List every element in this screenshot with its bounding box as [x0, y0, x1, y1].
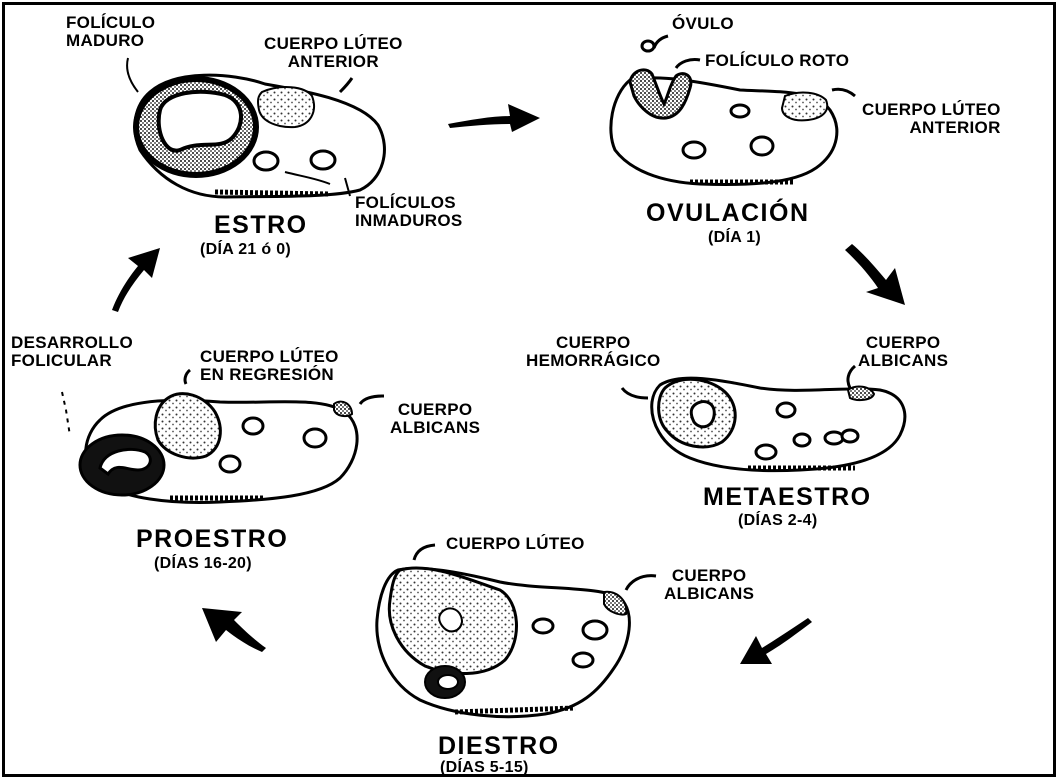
- label-foliculo-maduro: FOLÍCULO MADURO: [66, 14, 155, 50]
- arrow-metaestro-to-diestro: [740, 618, 812, 664]
- stage-day-ovulacion: (DÍA 1): [708, 230, 761, 247]
- arrow-ovulacion-to-metaestro: [845, 244, 905, 305]
- arrow-proestro-to-estro: [112, 248, 160, 312]
- follicle: [756, 445, 776, 459]
- ovary-diestro: [377, 545, 656, 717]
- ovary-estro: [127, 58, 384, 197]
- mature-follicle-proestro: [80, 435, 164, 495]
- label-cuerpo-luteo-regresion: CUERPO LÚTEO EN REGRESIÓN: [200, 348, 339, 384]
- label-cuerpo-albicans-diestro: CUERPO ALBICANS: [664, 567, 754, 603]
- follicle: [777, 403, 795, 417]
- label-foliculos-inmaduros: FOLÍCULOS INMADUROS: [355, 194, 463, 230]
- follicle: [220, 456, 240, 472]
- ovary-proestro: [62, 370, 384, 502]
- label-desarrollo-folicular: DESARROLLO FOLICULAR: [11, 334, 133, 370]
- label-cuerpo-luteo-anterior-estro: CUERPO LÚTEO ANTERIOR: [264, 35, 403, 71]
- immature-follicle: [311, 151, 335, 169]
- stage-day-metaestro: (DÍAS 2-4): [738, 513, 817, 530]
- corpus-albicans-metaestro: [848, 387, 874, 401]
- follicle: [794, 434, 810, 446]
- follicle: [304, 429, 326, 447]
- arrow-diestro-to-proestro: [202, 608, 266, 652]
- follicle: [825, 432, 843, 444]
- developing-follicle-diestro: [425, 666, 465, 698]
- follicle: [842, 430, 858, 442]
- label-cuerpo-luteo-anterior-ovulacion: CUERPO LÚTEO ANTERIOR: [862, 101, 1001, 137]
- stage-title-metaestro: METAESTRO: [703, 484, 872, 510]
- label-cuerpo-albicans-proestro: CUERPO ALBICANS: [390, 401, 480, 437]
- follicle: [683, 142, 705, 158]
- corpus-luteum-ovulacion: [782, 93, 827, 121]
- arrow-estro-to-ovulacion: [448, 104, 540, 132]
- label-ovulo: ÓVULO: [672, 15, 734, 33]
- stage-title-proestro: PROESTRO: [136, 526, 288, 552]
- stage-day-estro: (DÍA 21 ó 0): [200, 242, 291, 259]
- follicle: [533, 619, 553, 633]
- follicle: [573, 653, 593, 667]
- ovum: [642, 41, 654, 51]
- follicle: [751, 137, 773, 155]
- label-cuerpo-albicans-metaestro: CUERPO ALBICANS: [858, 334, 948, 370]
- corpus-luteum-estro: [258, 87, 314, 127]
- follicle: [243, 418, 263, 434]
- stage-title-ovulacion: OVULACIÓN: [646, 200, 810, 226]
- immature-follicle: [254, 152, 278, 170]
- corpus-albicans-proestro: [334, 402, 352, 416]
- follicle: [731, 105, 749, 117]
- stage-day-proestro: (DÍAS 16-20): [154, 556, 252, 573]
- label-foliculo-roto: FOLÍCULO ROTO: [705, 52, 849, 70]
- label-cuerpo-luteo-diestro: CUERPO LÚTEO: [446, 535, 585, 553]
- mature-follicle-estro: [136, 79, 256, 175]
- label-cuerpo-hemorragico: CUERPO HEMORRÁGICO: [526, 334, 661, 370]
- ovary-metaestro: [622, 366, 905, 471]
- stage-day-diestro: (DÍAS 5-15): [440, 760, 529, 777]
- follicle: [583, 621, 607, 639]
- stage-title-diestro: DIESTRO: [438, 733, 560, 759]
- stage-title-estro: ESTRO: [214, 212, 308, 238]
